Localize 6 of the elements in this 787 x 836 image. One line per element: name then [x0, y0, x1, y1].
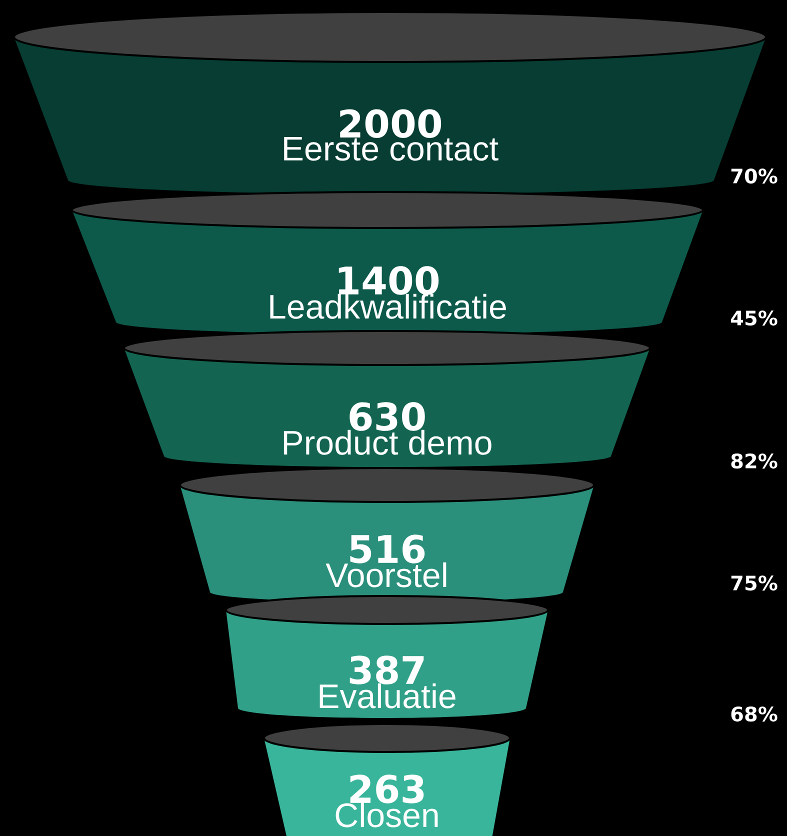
percentage-label: 45%: [730, 310, 778, 326]
percentage-label: 82%: [731, 453, 778, 469]
funnel-segment: 263 Closen: [263, 723, 511, 836]
percentage-label: 75%: [731, 575, 778, 591]
percentage-label: 68%: [731, 706, 778, 722]
funnel-segment: 387 Evaluatie: [225, 595, 549, 718]
